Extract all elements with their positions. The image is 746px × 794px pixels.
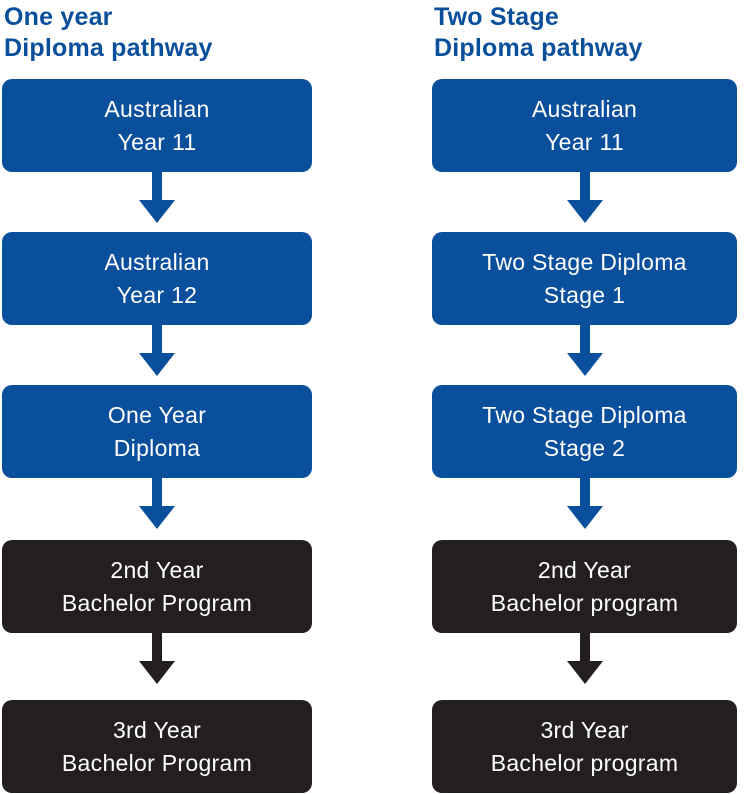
arrow-down-icon [566,325,604,377]
arrow-down-icon [138,478,176,530]
flow-box-label: 2nd Year Bachelor program [490,556,679,616]
flow-box-label: Two Stage Diploma Stage 2 [482,401,687,461]
flow-box: 3rd Year Bachelor Program [2,700,312,793]
arrow-down-icon [138,172,176,224]
flow-box-label: Australian Year 11 [104,95,210,155]
flow-box: Two Stage Diploma Stage 1 [432,232,737,325]
arrow-down-icon [138,325,176,377]
flow-box: 2nd Year Bachelor Program [2,540,312,633]
arrow-down-icon [566,172,604,224]
arrow-down-icon [566,478,604,530]
flow-box: 2nd Year Bachelor program [432,540,737,633]
flow-box-label: Two Stage Diploma Stage 1 [482,248,687,308]
flow-box: Australian Year 11 [432,79,737,172]
flow-box-label: 3rd Year Bachelor program [490,716,679,776]
pathway-title: One year Diploma pathway [4,3,213,62]
flow-box-label: Australian Year 11 [531,95,638,155]
flow-box-label: Australian Year 12 [104,248,210,308]
flow-box: One Year Diploma [2,385,312,478]
pathway-title: Two Stage Diploma pathway [434,3,643,62]
flow-box-label: 3rd Year Bachelor Program [61,716,253,776]
arrow-down-icon [566,633,604,685]
flow-box-label: One Year Diploma [107,401,207,461]
flow-box-label: 2nd Year Bachelor Program [61,556,253,616]
flow-box: Two Stage Diploma Stage 2 [432,385,737,478]
flow-box: Australian Year 12 [2,232,312,325]
flow-box: Australian Year 11 [2,79,312,172]
arrow-down-icon [138,633,176,685]
flow-box: 3rd Year Bachelor program [432,700,737,793]
